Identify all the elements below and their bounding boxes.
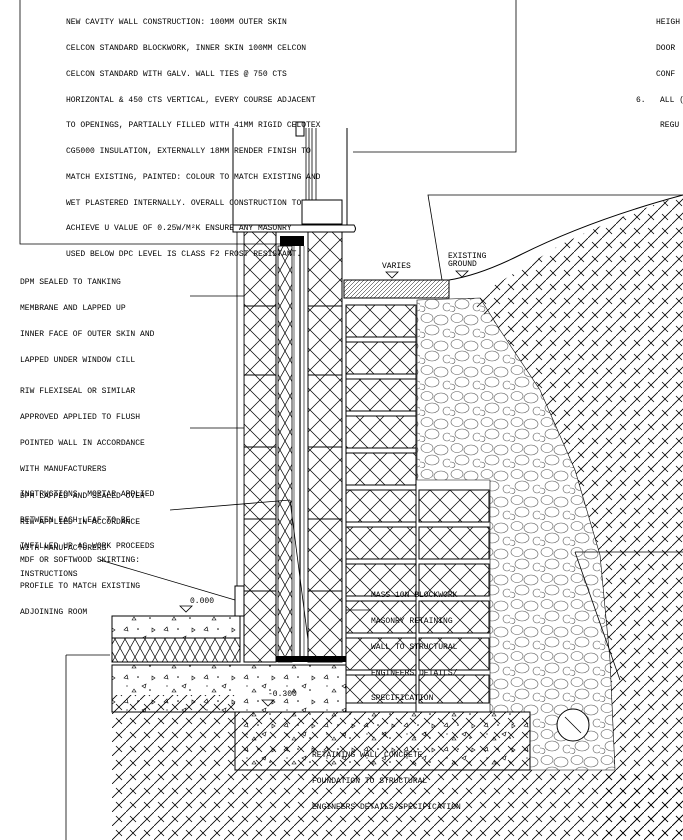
paving [343,279,450,299]
cavity-insulation [277,245,293,663]
foundation-concrete [234,711,531,771]
existing-ground-line [448,194,683,281]
leader-lines [19,0,683,840]
foundation-level-label: -0.300 [268,690,297,699]
floor-level-label: 0.000 [190,597,214,606]
dpm-base [276,656,346,662]
note-riw: RIW FLEXISEAL OR SIMILAR APPROVED APPLIE… [20,387,155,551]
note-retaining-wall: MASS 10N BLOCKWORK MASONRY RETAINING WAL… [371,591,458,704]
inner-skin [243,231,277,663]
skirting [234,585,245,617]
note-dpm-lapped: DPM LAPPED AND SEALED OVER RIW APPLIED I… [20,492,145,579]
existing-ground-label-1: EXISTING [448,252,487,261]
level-markers [179,270,469,707]
note-skirting: MDF OR SOFTWOOD SKIRTING: PROFILE TO MAT… [20,556,141,617]
stone-backfill [416,297,616,771]
window-frame [232,121,356,246]
note-top-right: HEIGH DOOR CONF 6. ALL ( REGU [636,18,683,131]
outer-skin [307,231,343,663]
note-dpm-sealed: DPM SEALED TO TANKING MEMBRANE AND LAPPE… [20,278,155,365]
internal-plaster [236,231,245,587]
retained-earth [470,195,683,840]
retaining-wall [345,304,490,713]
slab-subbase [111,664,347,713]
note-foundation: RETAINING WALL CONCRETE FOUNDATION TO ST… [312,751,461,812]
existing-ground-label-2: GROUND [448,260,477,269]
floor-insulation [111,637,241,663]
varies-label: VARIES [382,262,411,271]
note-cavity-wall: NEW CAVITY WALL CONSTRUCTION: 100mm OUTE… [66,18,321,260]
